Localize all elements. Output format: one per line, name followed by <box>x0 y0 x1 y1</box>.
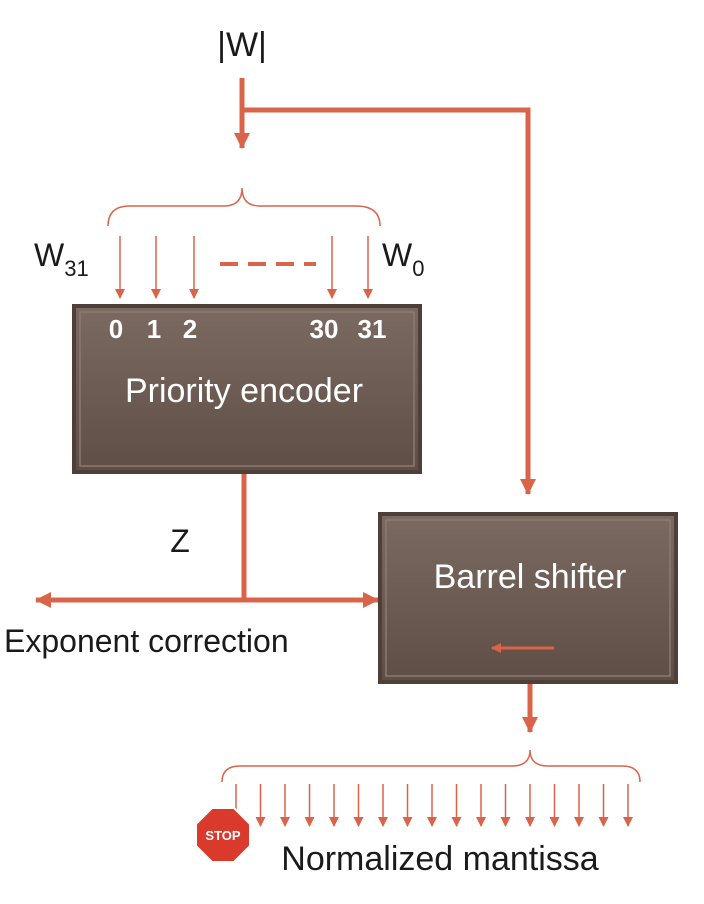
msb-label: W31 <box>34 237 89 281</box>
stop-sign-icon: STOP <box>195 807 251 863</box>
bit-label-2: 2 <box>183 314 197 344</box>
input-brace <box>107 187 381 227</box>
input-bit-arrows <box>115 236 373 299</box>
barrel-shifter-title: Barrel shifter <box>434 558 627 596</box>
output-brace <box>221 749 641 783</box>
priority-encoder-title: Priority encoder <box>125 372 363 410</box>
bit-label-1: 1 <box>147 314 161 344</box>
bit-label-30: 30 <box>310 314 339 344</box>
lsb-subscript: 0 <box>412 256 424 281</box>
bit-label-0: 0 <box>109 314 123 344</box>
stop-sign-text: STOP <box>205 828 240 843</box>
bit-label-31: 31 <box>358 314 387 344</box>
lsb-label: W0 <box>382 237 424 281</box>
input-label: |W| <box>217 26 267 64</box>
branch-to-barrel-shifter <box>242 107 536 495</box>
output-bit-arrows <box>231 784 633 827</box>
msb-subscript: 31 <box>64 256 88 281</box>
normalized-mantissa-label: Normalized mantissa <box>281 840 599 878</box>
z-label: Z <box>170 523 190 559</box>
exponent-correction-label: Exponent correction <box>4 623 289 659</box>
barrel-shifter-box <box>378 512 678 684</box>
priority-encoder-box <box>72 304 422 474</box>
